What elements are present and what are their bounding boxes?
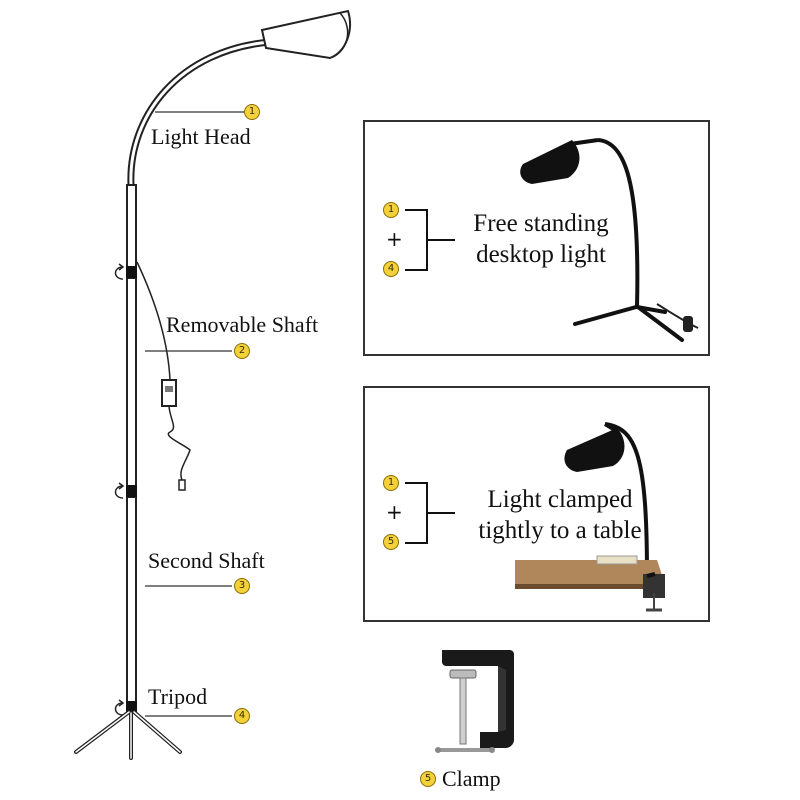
removable-shaft — [126, 277, 137, 487]
inline-switch — [161, 379, 177, 407]
bracket-shape — [405, 209, 455, 271]
desktop-lamp-illustration — [520, 138, 699, 342]
tripod-legs — [74, 710, 182, 760]
part-number-badge: 5 — [383, 534, 399, 550]
light-head-shape — [260, 9, 351, 60]
part-number-badge: 3 — [234, 578, 250, 594]
plus-sign: + — [386, 227, 403, 251]
table-top — [515, 560, 665, 584]
lamp-head-shape — [564, 428, 625, 472]
power-cord — [136, 261, 171, 381]
upper-shaft — [126, 184, 137, 268]
part-number-badge: 1 — [244, 104, 260, 120]
part-label-clamp: Clamp — [442, 766, 501, 791]
bracket-shape — [405, 482, 455, 544]
part-number-badge: 1 — [383, 475, 399, 491]
part-number-badge: 4 — [383, 261, 399, 277]
clamped-lamp-illustration — [515, 422, 665, 612]
part-label-tripod: Tripod — [148, 684, 208, 709]
part-number-badge: 5 — [420, 771, 436, 787]
part-number-badge: 4 — [234, 708, 250, 724]
part-label-light-head: Light Head — [151, 124, 251, 149]
desktop-config-panel: 1 + 4 Free standing desktop light — [363, 120, 710, 356]
config-description: Free standing desktop light — [473, 210, 609, 268]
part-label-removable-shaft: Removable Shaft — [166, 312, 319, 337]
plus-sign: + — [386, 500, 403, 524]
config-description: Light clamped tightly to a table — [478, 486, 642, 544]
lamp-head-shape — [520, 140, 580, 184]
rotate-arrow-icon — [114, 263, 125, 716]
second-shaft — [126, 496, 137, 703]
table-clamp-config-panel: 1 + 5 Light clamped tightly to a table — [363, 386, 710, 622]
part-number-badge: 2 — [234, 343, 250, 359]
part-number-badge: 1 — [383, 202, 399, 218]
part-label-second-shaft: Second Shaft — [148, 548, 265, 573]
clamp-illustration — [435, 650, 514, 753]
